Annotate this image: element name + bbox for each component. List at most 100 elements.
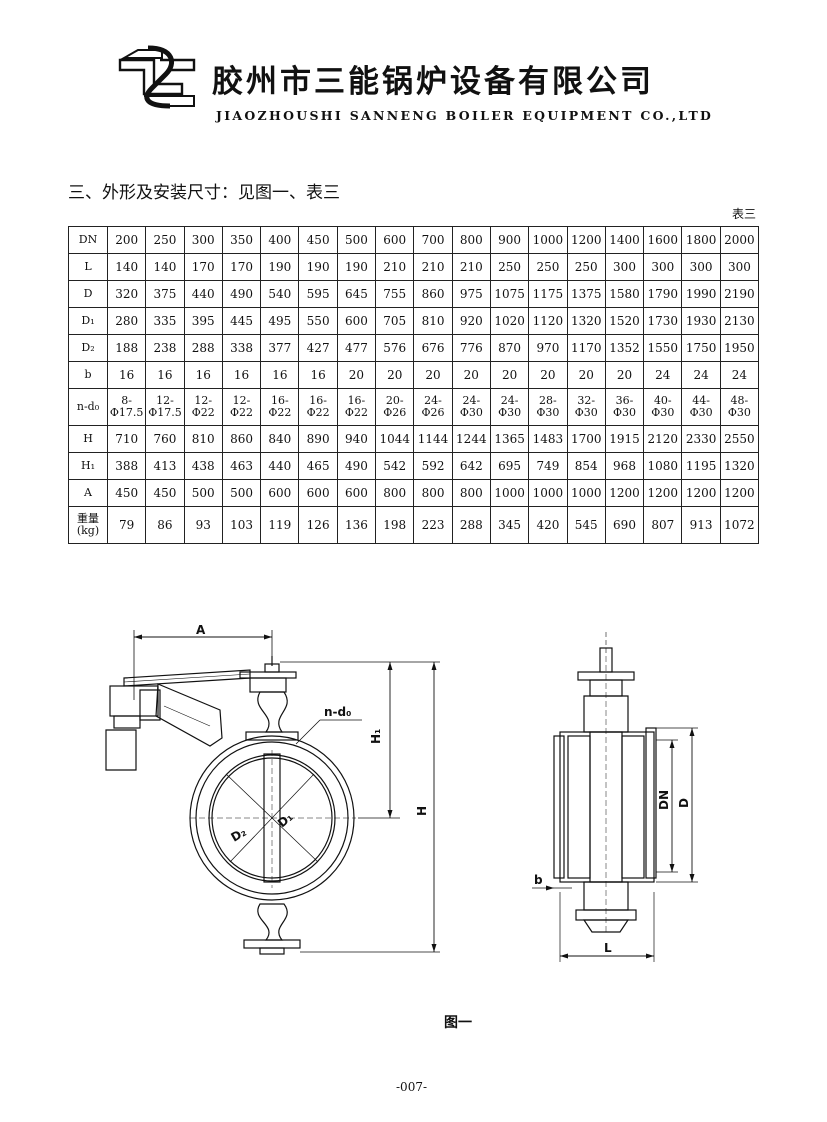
table-cell: 550 [298, 307, 338, 335]
table-cell: 854 [566, 452, 606, 480]
table-cell: 20 [451, 361, 491, 389]
table-cell: 250 [528, 253, 568, 281]
bolt-count: 28- [539, 394, 557, 407]
table-cell: 645 [336, 280, 377, 308]
table-cell: 1020 [489, 307, 530, 335]
company-logo-icon [118, 45, 196, 109]
table-cell: 1200 [681, 479, 721, 507]
row-header: n-d₀ [68, 388, 108, 426]
table-cell: 190 [260, 253, 300, 281]
bolt-diameter: Φ30 [727, 406, 751, 419]
row-header: L [68, 253, 108, 281]
table-cell: 1000 [566, 479, 606, 507]
table-cell: 1200 [643, 479, 683, 507]
table-cell: 592 [413, 452, 453, 480]
table-cell: 86 [145, 506, 185, 544]
table-cell: 1730 [643, 307, 683, 335]
bolt-count: 20- [385, 394, 404, 407]
table-cell: 890 [298, 425, 338, 453]
table-cell: 676 [413, 334, 453, 362]
table-cell: 345 [489, 506, 530, 544]
table-cell: 350 [221, 226, 262, 254]
row-header: D₁ [68, 307, 108, 335]
table-cell: 2120 [643, 425, 683, 453]
table-cell: 540 [260, 280, 300, 308]
table-cell: 1200 [604, 479, 645, 507]
table-cell: 490 [336, 452, 377, 480]
table-cell: 413 [145, 452, 185, 480]
company-name-chinese: 胶州市三能锅炉设备有限公司 [212, 64, 654, 100]
table-cell: 807 [643, 506, 683, 544]
table-cell: 24-Φ26 [413, 388, 453, 426]
weight-label: 重量 [77, 512, 99, 525]
table-cell: 1000 [528, 479, 568, 507]
table-cell: 16-Φ22 [298, 388, 338, 426]
table-cell: 1580 [604, 280, 645, 308]
table-cell: 210 [413, 253, 453, 281]
table-cell: 445 [221, 307, 262, 335]
table-cell: 1950 [719, 334, 760, 362]
table-cell: 140 [145, 253, 185, 281]
table-cell: 223 [413, 506, 453, 544]
table-cell: 119 [260, 506, 300, 544]
table-cell: 600 [336, 479, 377, 507]
table-cell: 970 [528, 334, 568, 362]
table-cell: 140 [106, 253, 147, 281]
table-cell: 1483 [528, 425, 568, 453]
table-cell: 16 [106, 361, 147, 389]
table-cell: 20 [336, 361, 377, 389]
table-cell: 1175 [528, 280, 568, 308]
table-cell: 1170 [566, 334, 606, 362]
table-cell: 16-Φ22 [260, 388, 300, 426]
table-cell: 16 [221, 361, 262, 389]
table-cell: 975 [451, 280, 491, 308]
table-cell: 576 [375, 334, 415, 362]
dimension-label-l: L [604, 941, 612, 955]
table-cell: 320 [106, 280, 147, 308]
table-cell: 438 [183, 452, 223, 480]
bolt-diameter: Φ30 [613, 406, 637, 419]
table-cell: 800 [375, 479, 415, 507]
table-cell: 375 [145, 280, 185, 308]
table-cell: 16 [145, 361, 185, 389]
table-cell: 1320 [566, 307, 606, 335]
table-cell: 20 [566, 361, 606, 389]
table-cell: 465 [298, 452, 338, 480]
bolt-count: 16- [347, 394, 366, 407]
table-cell: 477 [336, 334, 377, 362]
table-cell: 450 [106, 479, 147, 507]
table-cell: 1120 [528, 307, 568, 335]
weight-unit: (kg) [76, 524, 100, 537]
bolt-count: 16- [270, 394, 289, 407]
bolt-count: 24- [462, 394, 481, 407]
table-cell: 24 [719, 361, 760, 389]
page-number: -007- [396, 1080, 428, 1094]
dimension-label-d1: D₁ [275, 810, 296, 831]
table-cell: 810 [183, 425, 223, 453]
table-cell: 1320 [719, 452, 760, 480]
bolt-diameter: Φ22 [268, 406, 292, 419]
table-cell: 1080 [643, 452, 683, 480]
dimension-label-h1: H₁ [369, 729, 383, 744]
table-cell: 450 [145, 479, 185, 507]
bolt-diameter: Φ22 [230, 406, 254, 419]
table-cell: 2190 [719, 280, 760, 308]
table-cell: 93 [183, 506, 223, 544]
table-cell: 1520 [604, 307, 645, 335]
dimension-label-b: b [534, 873, 543, 887]
table-cell: 79 [106, 506, 147, 544]
dimension-label-dn: DN [657, 790, 671, 810]
table-cell: 20 [604, 361, 645, 389]
table-cell: 1790 [643, 280, 683, 308]
table-cell: 188 [106, 334, 147, 362]
table-cell: 913 [681, 506, 721, 544]
bolt-count: 40- [653, 394, 672, 407]
table-cell: 1200 [719, 479, 760, 507]
table-cell: 250 [489, 253, 530, 281]
table-cell: 24-Φ30 [451, 388, 491, 426]
